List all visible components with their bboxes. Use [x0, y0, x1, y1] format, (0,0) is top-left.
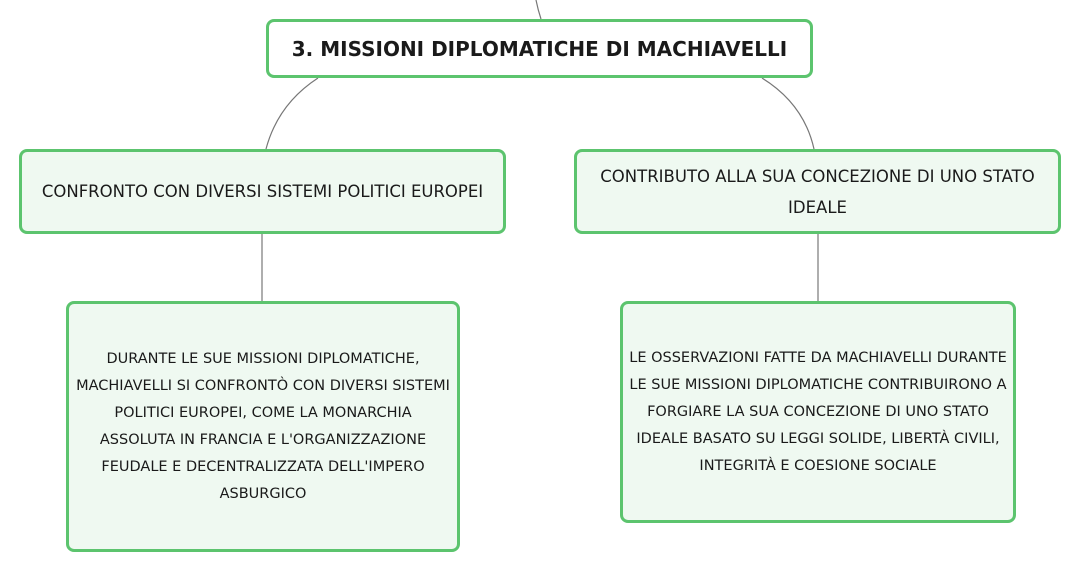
root-node[interactable]: 3. MISSIONI DIPLOMATICHE DI MACHIAVELLI: [266, 19, 813, 78]
branch-label: CONTRIBUTO ALLA SUA CONCEZIONE DI UNO ST…: [600, 166, 1035, 217]
root-title: 3. MISSIONI DIPLOMATICHE DI MACHIAVELLI: [291, 36, 788, 61]
connector-root-to-left-branch: [265, 77, 319, 150]
branch-label: CONFRONTO CON DIVERSI SISTEMI POLITICI E…: [41, 182, 484, 201]
detail-text: DURANTE LE SUE MISSIONI DIPLOMATICHE, MA…: [76, 350, 450, 502]
connector-root-to-right-branch: [761, 77, 815, 150]
detail-node-political-systems[interactable]: DURANTE LE SUE MISSIONI DIPLOMATICHE, MA…: [66, 301, 460, 552]
detail-node-ideal-state[interactable]: LE OSSERVAZIONI FATTE DA MACHIAVELLI DUR…: [620, 301, 1016, 523]
connector-parent-to-root: [535, 0, 542, 20]
branch-node-political-systems[interactable]: CONFRONTO CON DIVERSI SISTEMI POLITICI E…: [19, 149, 506, 234]
branch-node-ideal-state[interactable]: CONTRIBUTO ALLA SUA CONCEZIONE DI UNO ST…: [574, 149, 1061, 234]
detail-text: LE OSSERVAZIONI FATTE DA MACHIAVELLI DUR…: [629, 349, 1007, 474]
